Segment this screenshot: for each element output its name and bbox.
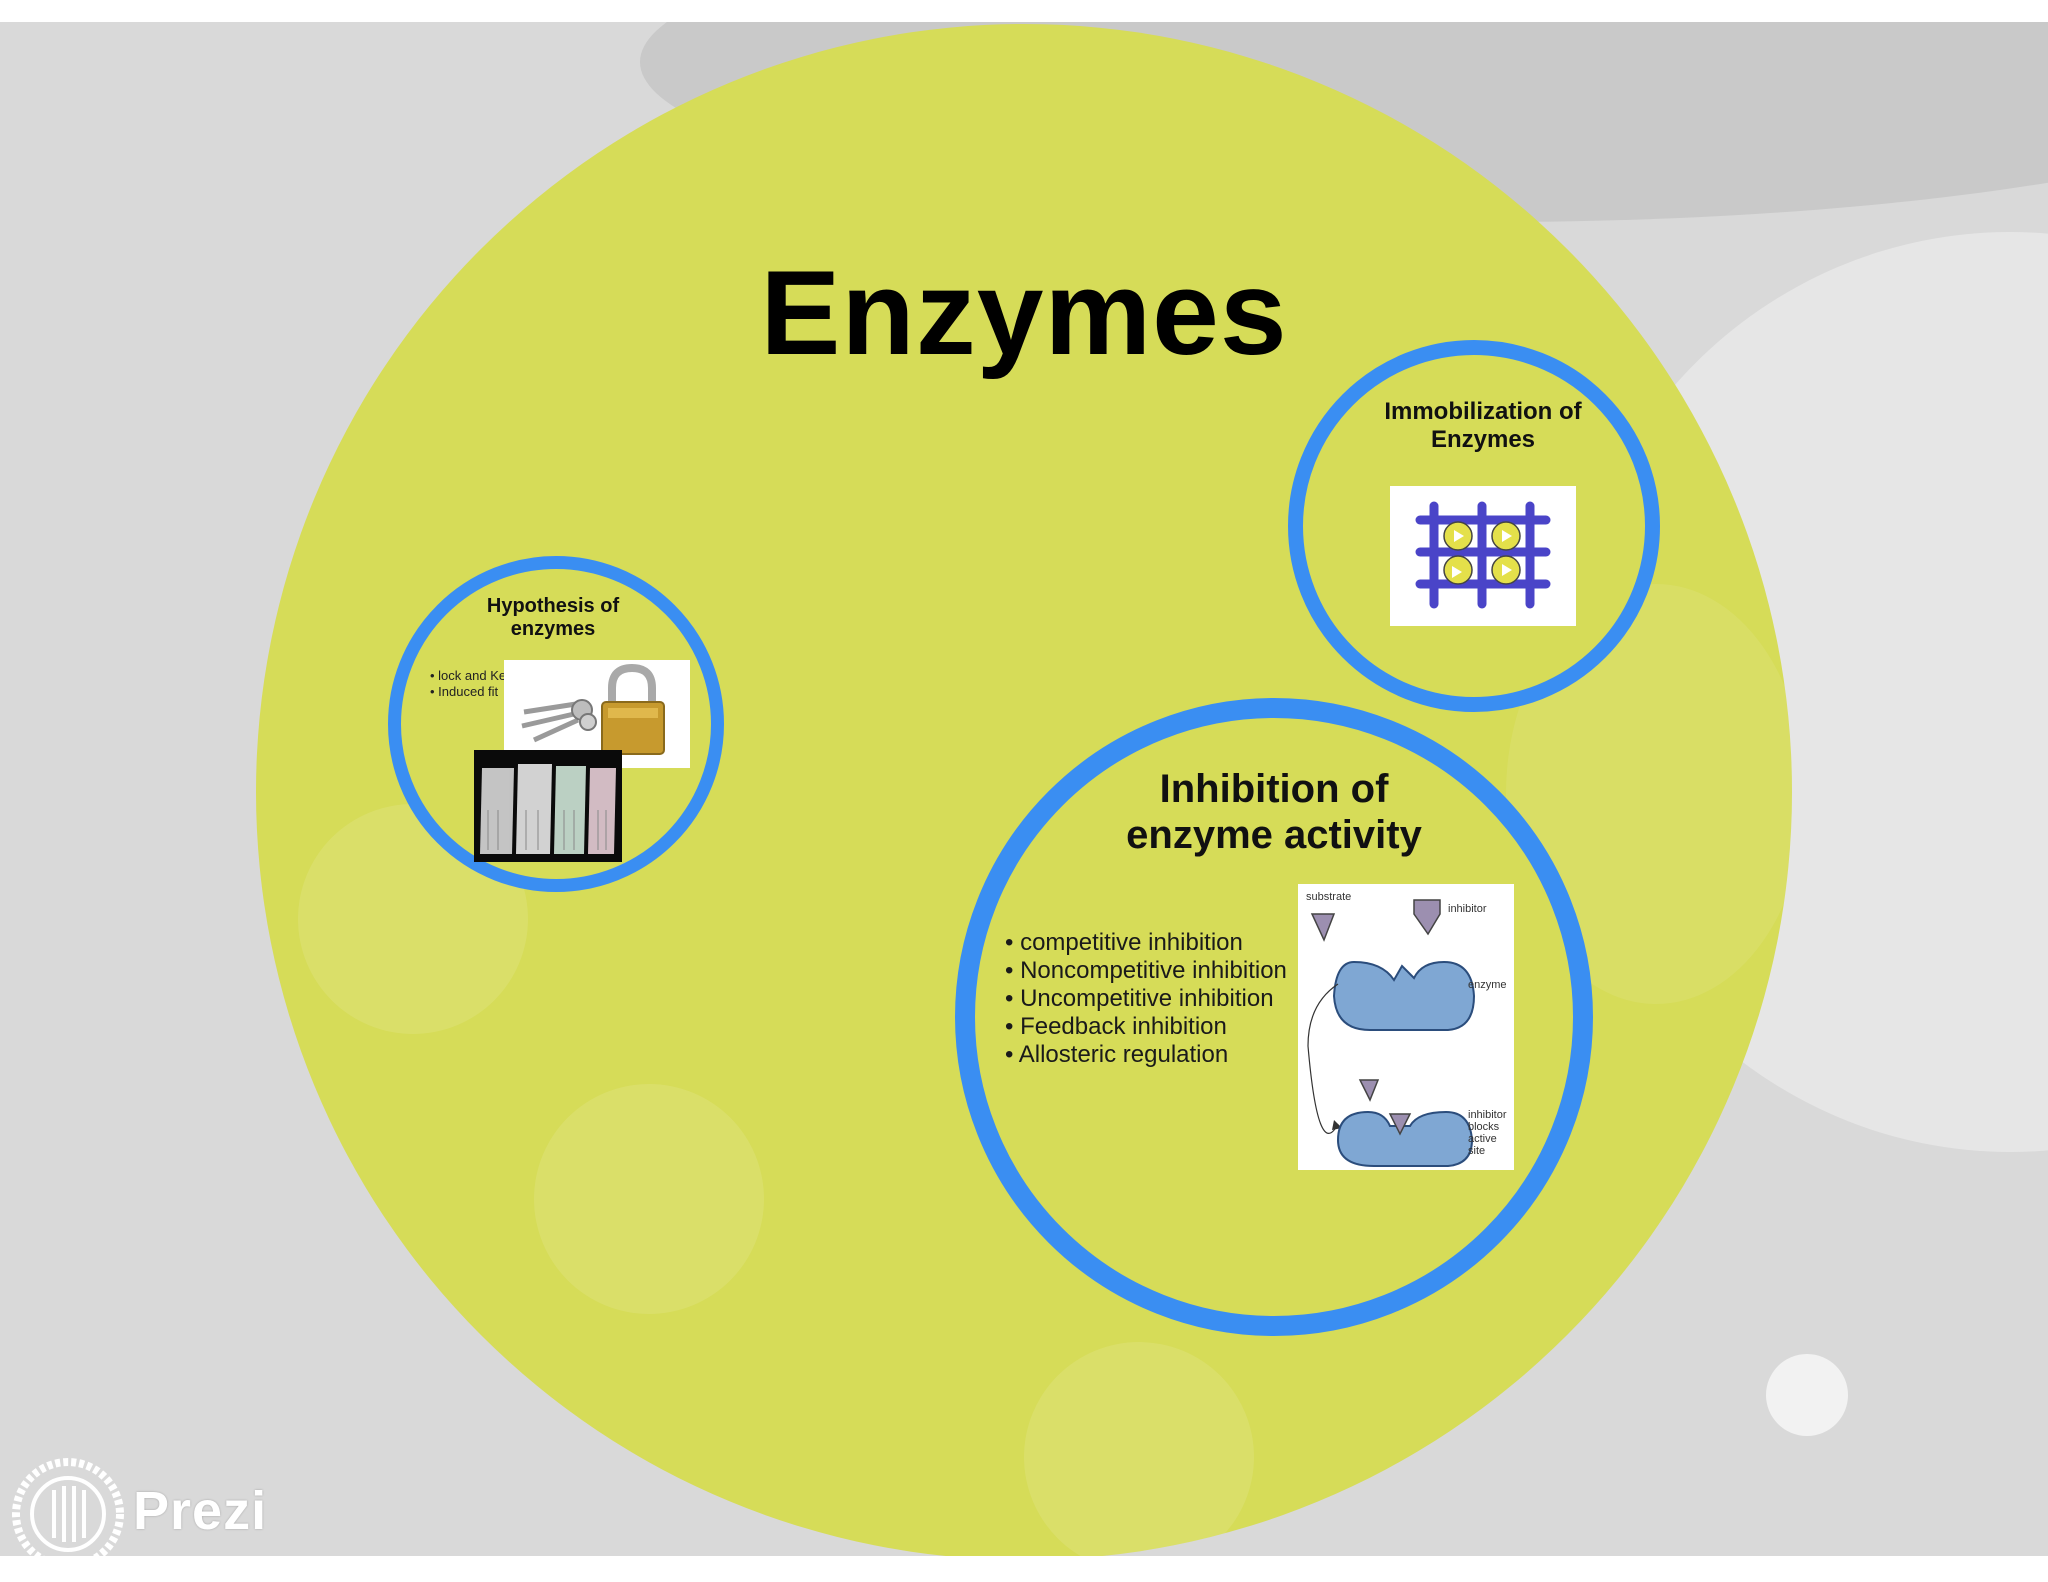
frame-inhibition-title-line2: enzyme activity — [1126, 813, 1422, 857]
diagram-label-substrate: substrate — [1306, 891, 1352, 903]
list-item: lock and Key — [430, 668, 512, 684]
list-item: Noncompetitive inhibition — [1005, 957, 1287, 985]
inhibition-diagram: substrate inhibitor enzyme inhibitor blo… — [1298, 884, 1514, 1170]
enzyme-matrix-image — [1390, 486, 1576, 626]
prezi-logo[interactable] — [8, 1456, 268, 1556]
enzyme-matrix-illustration — [1415, 501, 1551, 609]
hypothesis-bullet-list: lock and Key Induced fit — [430, 668, 513, 700]
list-item: competitive inhibition — [1005, 929, 1287, 957]
frame-immobilization-title-line2: Enzymes — [1430, 425, 1536, 453]
presentation-canvas[interactable]: Enzymes Immobilization of Enzymes — [0, 22, 2048, 1556]
frame-immobilization-title: Immobilization of Enzymes — [1338, 398, 1628, 453]
frame-hypothesis-title-line1: Hypothesis of — [486, 595, 620, 617]
padlock-keys-illustration — [521, 663, 665, 755]
list-item: Uncompetitive inhibition — [1005, 985, 1287, 1013]
bokeh-light — [534, 1084, 764, 1314]
list-item: Feedback inhibition — [1005, 1013, 1287, 1041]
diagram-label-blocks-2: blocks — [1468, 1121, 1500, 1133]
list-item: Allosteric regulation — [1005, 1041, 1287, 1069]
diagram-label-inhibitor: inhibitor — [1448, 903, 1487, 915]
diagram-label-blocks-3: active — [1468, 1133, 1497, 1145]
prezi-logo-icon — [12, 1458, 124, 1556]
page-title: Enzymes — [760, 246, 1288, 380]
gloves-illustration — [480, 764, 616, 854]
diagram-label-blocks-1: inhibitor — [1468, 1109, 1507, 1121]
gloves-photo — [474, 750, 622, 862]
inhibition-bullet-list: competitive inhibition Noncompetitive in… — [1005, 929, 1287, 1069]
diagram-label-blocks-4: site — [1468, 1145, 1486, 1157]
diagram-label-enzyme: enzyme — [1468, 979, 1507, 991]
competitive-inhibition-illustration — [1307, 899, 1476, 1167]
frame-inhibition-title: Inhibition of enzyme activity — [1073, 766, 1475, 858]
frame-inhibition-title-line1: Inhibition of — [1159, 767, 1389, 811]
prezi-logo-text: Prezi — [133, 1481, 268, 1541]
frame-hypothesis-title: Hypothesis of enzymes — [443, 595, 663, 641]
list-item: Induced fit — [430, 684, 513, 700]
frame-hypothesis-title-line2: enzymes — [510, 618, 596, 640]
frame-immobilization-title-line1: Immobilization of — [1384, 398, 1582, 425]
background-dot — [1766, 1354, 1848, 1436]
bokeh-light — [1024, 1342, 1254, 1556]
